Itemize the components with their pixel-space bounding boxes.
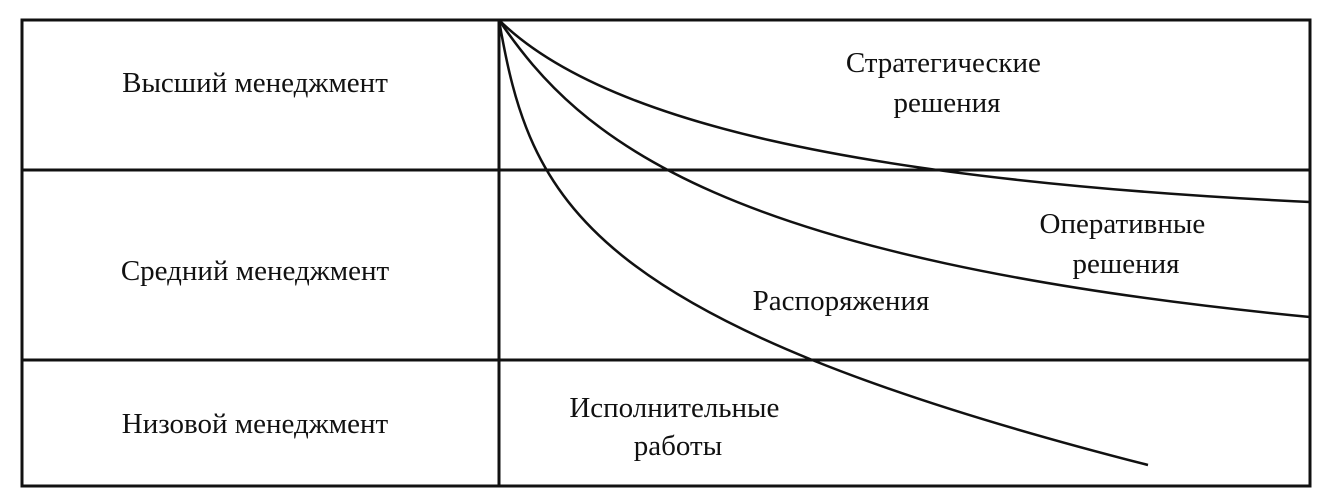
row-label-lower-management: Низовой менеджмент	[122, 408, 389, 440]
label-executive-work: Исполнительные работы	[569, 392, 786, 462]
curve-strategic-decisions	[498, 19, 1311, 204]
diagram-frame	[20, 18, 1312, 488]
curve-operational-decisions	[497, 19, 1311, 319]
row-label-middle-management: Средний менеджмент	[121, 255, 390, 287]
label-orders: Распоряжения	[753, 285, 930, 317]
label-operational-decisions-line-2: решения	[1073, 248, 1180, 280]
label-executive-work-line-1: Исполнительные	[569, 392, 779, 424]
curve-orders	[497, 19, 1149, 467]
label-operational-decisions: Оперативные решения	[1040, 208, 1213, 280]
label-strategic-decisions: Стратегические решения	[846, 47, 1048, 119]
label-executive-work-line-2: работы	[634, 430, 722, 462]
label-orders-line-1: Распоряжения	[753, 285, 930, 317]
row-label-top-management: Высший менеджмент	[122, 67, 388, 99]
label-strategic-decisions-line-2: решения	[894, 87, 1001, 119]
label-strategic-decisions-line-1: Стратегические	[846, 47, 1041, 79]
label-operational-decisions-line-1: Оперативные	[1040, 208, 1206, 240]
